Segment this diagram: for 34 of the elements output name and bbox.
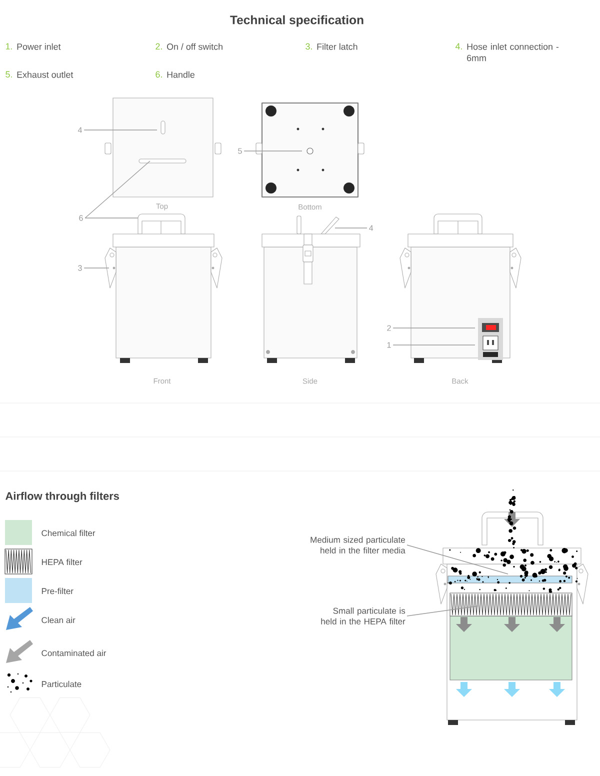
callout-number: 4 (369, 225, 374, 231)
legend-label: Pre-filter (42, 588, 74, 594)
item-label: Exhaust outlet (17, 71, 74, 78)
leader-line (84, 160, 150, 218)
item-label: Hose inlet connection - 6mm (467, 43, 558, 62)
callout-number: 2 (387, 325, 391, 331)
item-label: Power inlet (17, 43, 61, 50)
leader-line (244, 150, 302, 152)
callout-number: 1 (387, 342, 391, 348)
annotation-text: Medium sized particulate held in the filter media (310, 536, 406, 554)
item-number: 3. (306, 43, 312, 50)
leader-line (392, 344, 476, 346)
item-number: 1. (6, 43, 12, 50)
legend-label: Contaminated air (42, 650, 106, 656)
annotation-text: Small particulate is held in the HEPA filter (321, 608, 406, 624)
legend-label: HEPA filter (42, 558, 82, 566)
heading: Technical specification (230, 15, 364, 27)
callout-number: 3 (78, 265, 82, 271)
item-label: Handle (167, 71, 194, 78)
legend-label: Clean air (42, 616, 76, 624)
item-label: On / off switch (167, 43, 222, 50)
leader-line (406, 544, 508, 574)
legend-label: Chemical filter (42, 530, 96, 536)
item-number: 6. (156, 71, 162, 78)
item-number: 2. (156, 43, 162, 50)
callout-number: 6 (79, 215, 83, 221)
item-label: Filter latch (317, 43, 358, 50)
leader-line (406, 606, 478, 616)
callout-number: 5 (238, 148, 242, 154)
section-heading: Airflow through filters (6, 492, 119, 502)
callout-number: 4 (78, 127, 82, 133)
item-number: 5. (6, 71, 12, 78)
item-number: 4. (455, 43, 462, 50)
legend-label: Particulate (42, 680, 82, 688)
